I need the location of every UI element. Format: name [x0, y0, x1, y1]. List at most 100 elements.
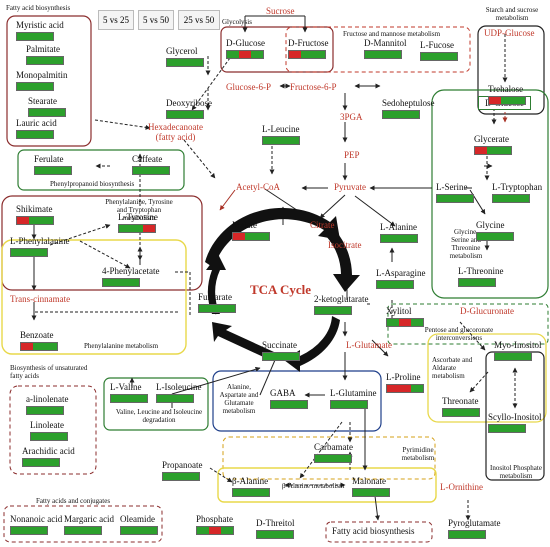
heat-cell — [167, 111, 179, 118]
metabolite-a-linolenate: a-linolenate — [26, 394, 69, 404]
metabolite-d-glucose: D-Glucose — [226, 38, 265, 48]
heat-cell — [89, 527, 101, 534]
heat-strip-dfructose1 — [288, 50, 326, 59]
metabolite-isocitrate: Isocitrate — [328, 240, 362, 250]
heat-cell — [65, 527, 77, 534]
box-unsaturated — [9, 385, 97, 475]
heat-strip-balanine — [232, 488, 270, 497]
metabolite-xylitol: Xylitol — [386, 306, 412, 316]
heat-cell — [145, 167, 157, 174]
heat-cell — [35, 527, 47, 534]
heat-strip-caffeate — [132, 166, 170, 175]
metabolite-fatty-acid-biosynthesis: Fatty acid biosynthesis — [332, 526, 415, 536]
heat-strip-phosphate — [196, 526, 234, 535]
heat-strip-lserine — [436, 194, 474, 203]
metabolite-margaric-acid: Margaric acid — [64, 514, 115, 524]
heat-cell — [41, 109, 53, 116]
heat-cell — [263, 137, 281, 144]
heat-cell — [455, 409, 467, 416]
heat-cell — [327, 307, 339, 314]
heat-cell — [133, 167, 145, 174]
heat-cell — [35, 459, 47, 466]
metabolite-l-serine: L-Serine — [436, 182, 468, 192]
heat-strip-phenylacetate — [102, 278, 140, 287]
heat-strip-lasparagine — [376, 280, 414, 289]
heat-cell — [315, 307, 327, 314]
heat-cell — [191, 111, 203, 118]
heat-cell — [471, 279, 483, 286]
metabolite-myristic-acid: Myristic acid — [16, 20, 64, 30]
metabolite-pyroglutamate: Pyroglutamate — [448, 518, 501, 528]
metabolite-fructose-6-p: Fructose-6-P — [290, 82, 337, 92]
heat-strip-palmitate — [26, 56, 64, 65]
heat-cell — [501, 97, 513, 104]
heat-strip-arachidic — [22, 458, 60, 467]
heat-cell — [143, 225, 155, 232]
heat-cell — [355, 401, 367, 408]
metabolite-propanoate: Propanoate — [162, 460, 203, 470]
heat-cell — [381, 235, 393, 242]
caption-phenylpropanoid: Phenylpropanoid biosynthesis — [50, 180, 135, 188]
heat-cell — [23, 527, 35, 534]
heat-cell — [275, 353, 287, 360]
caption-pyrimidine: Pyrimidine metabolism — [401, 446, 435, 462]
heat-cell — [77, 527, 89, 534]
heat-cell — [39, 57, 51, 64]
heat-strip-lglutamine — [330, 400, 368, 409]
heat-cell — [23, 459, 35, 466]
metabolite-pyruvate: Pyruvate — [334, 182, 366, 192]
caption-starch-sucrose: Starch and sucrose metabolism — [485, 6, 539, 22]
metabolite-d-threitol: D-Threitol — [256, 518, 295, 528]
legend-5-vs-50: 5 vs 50 — [138, 10, 174, 30]
metabolite-ferulate: Ferulate — [34, 154, 64, 164]
caption-alanine-glu: Alanine, Aspartate and Glutamate metabol… — [219, 383, 259, 415]
heat-cell — [23, 249, 35, 256]
heat-cell — [111, 395, 123, 402]
heat-cell — [501, 233, 513, 240]
heat-cell — [257, 489, 269, 496]
heat-strip-ltryptophan — [492, 194, 530, 203]
heat-cell — [467, 409, 479, 416]
heat-cell — [489, 97, 501, 104]
heat-cell — [27, 57, 39, 64]
box-pyrimidine — [222, 436, 436, 480]
heat-cell — [257, 531, 269, 538]
caption-ascorbate: Ascorbate and Aldarate metabolism — [432, 356, 473, 380]
heat-strip-shikimate — [16, 216, 54, 225]
heat-cell — [251, 51, 263, 58]
heat-cell — [411, 319, 423, 326]
heat-cell — [163, 473, 175, 480]
box-glycolysis — [220, 26, 334, 73]
heat-cell — [501, 425, 513, 432]
heat-strip-fumarate — [198, 304, 236, 313]
metabolite-3pga: 3PGA — [340, 112, 363, 122]
heat-cell — [461, 195, 473, 202]
caption-unsaturated: Biosynthesis of unsaturated fatty acids — [10, 364, 88, 380]
metabolite-4-phenylacetate: 4-Phenylacetate — [102, 266, 160, 276]
heat-cell — [483, 279, 495, 286]
heat-cell — [17, 33, 35, 40]
heat-strip-succinate — [262, 352, 300, 361]
heat-cell — [401, 281, 413, 288]
heat-cell — [55, 433, 67, 440]
metabolite-d-glucuronate: D-Glucuronate — [460, 306, 514, 316]
heat-cell — [473, 531, 485, 538]
heat-cell — [127, 279, 139, 286]
heat-cell — [301, 51, 313, 58]
heat-cell — [31, 433, 43, 440]
metabolite-sedoheptulose: Sedoheptulose — [382, 98, 435, 108]
heat-cell — [493, 195, 505, 202]
heat-cell — [41, 131, 53, 138]
metabolite-oleamide: Oleamide — [120, 514, 155, 524]
heat-cell — [43, 433, 55, 440]
heat-cell — [45, 343, 57, 350]
heat-cell — [389, 281, 401, 288]
heat-cell — [405, 235, 417, 242]
heat-cell — [377, 489, 389, 496]
metabolite-l-alanine: L-Alanine — [380, 222, 417, 232]
metabolite-glycerol: Glycerol — [166, 46, 198, 56]
metabolite-shikimate: Shikimate — [16, 204, 53, 214]
tca-arrow-top — [205, 207, 340, 268]
metabolite-l-isoleucine: L-Isoleucine — [156, 382, 202, 392]
heat-cell — [387, 319, 399, 326]
